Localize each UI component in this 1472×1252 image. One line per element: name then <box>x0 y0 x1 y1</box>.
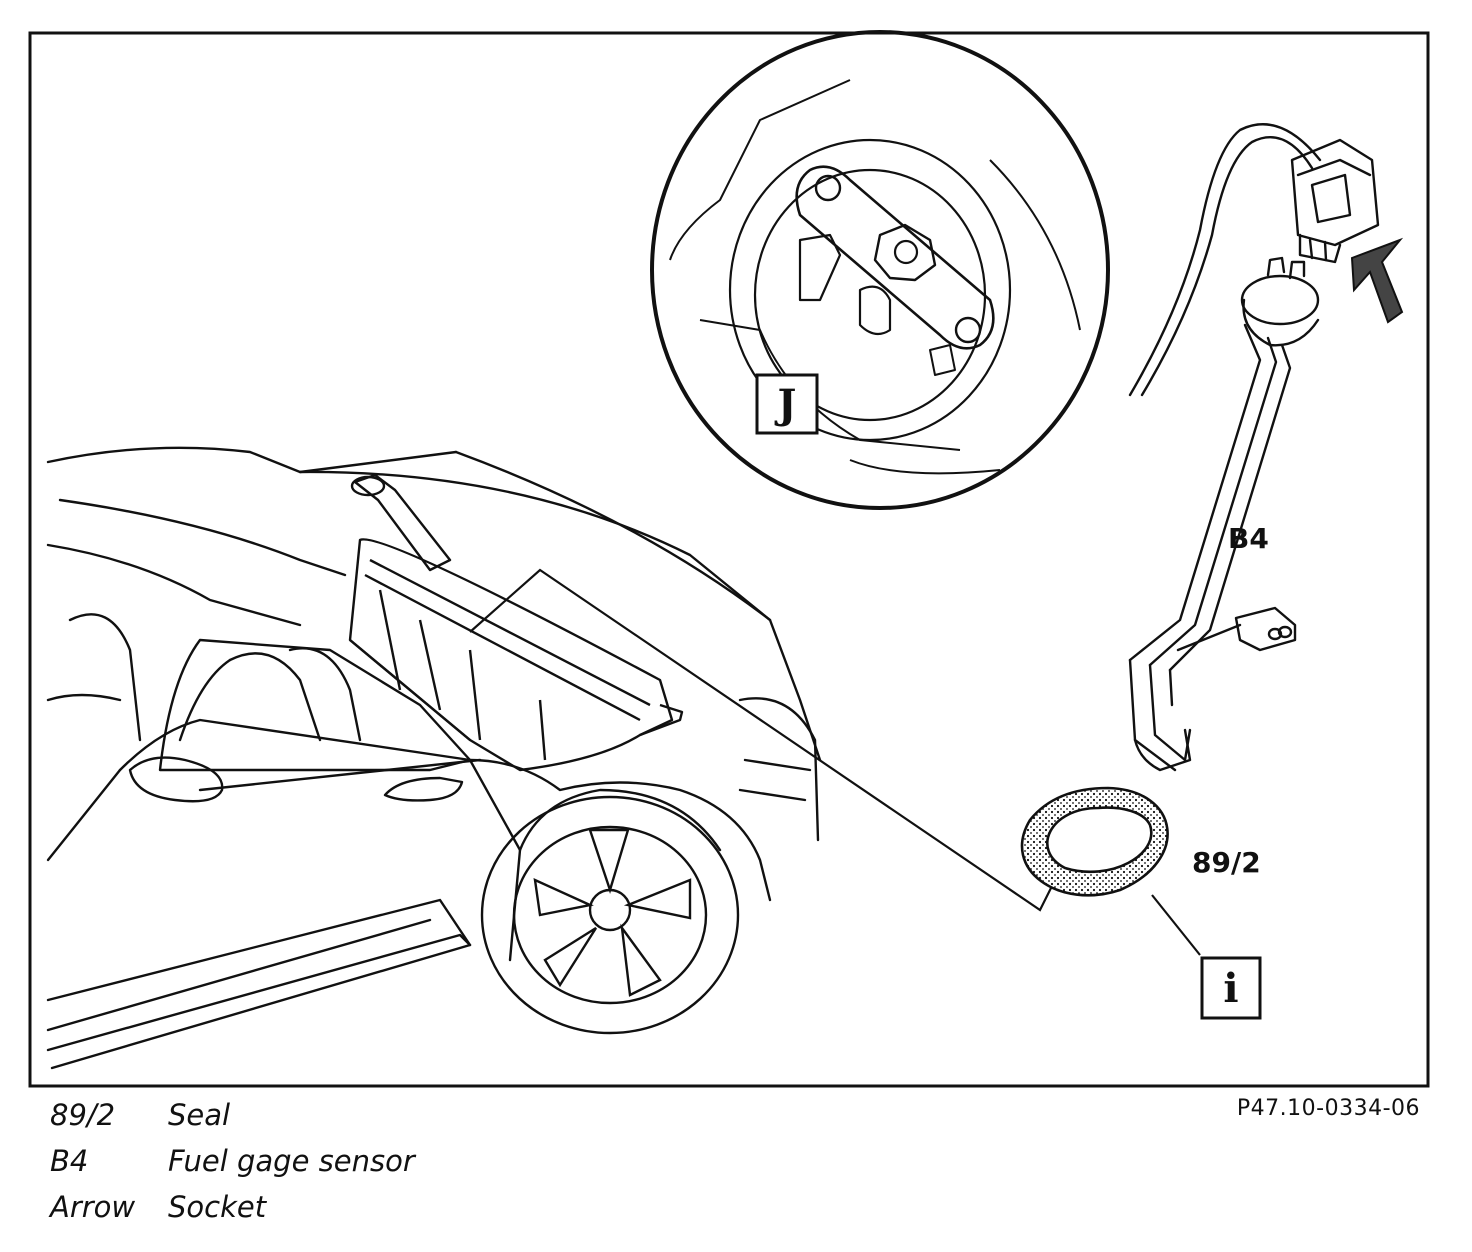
legend-description: Fuel gage sensor <box>168 1144 415 1178</box>
legend-row: B4 Fuel gage sensor <box>50 1138 690 1184</box>
fuel-gage-sensor <box>1128 123 1380 772</box>
side-mirror <box>128 756 224 803</box>
seal-ring <box>1020 786 1169 897</box>
car-body <box>46 446 822 1070</box>
door-handle <box>383 776 464 802</box>
rear-wheel <box>480 795 740 1035</box>
leader-line-tank-to-seal <box>469 568 1061 912</box>
legend: 89/2 Seal B4 Fuel gage sensor Arrow Sock… <box>50 1092 690 1230</box>
info-symbol: i <box>1223 965 1238 1012</box>
callout-89-2: 89/2 <box>1192 846 1261 879</box>
figure-reference-code: P47.10-0334-06 <box>1236 1096 1420 1121</box>
exploded-view-illustration: J <box>28 30 1430 1088</box>
legend-description: Seal <box>168 1098 231 1132</box>
info-symbol-box: i <box>1200 956 1262 1020</box>
legend-code: Arrow <box>50 1190 136 1224</box>
detail-view-circle <box>650 30 1110 510</box>
callout-b4: B4 <box>1228 522 1269 555</box>
legend-row: 89/2 Seal <box>50 1092 690 1138</box>
legend-code: 89/2 <box>50 1098 116 1132</box>
leader-line-seal-to-info <box>1151 894 1201 956</box>
detail-symbol-box: J <box>755 373 819 435</box>
legend-code: B4 <box>50 1144 89 1178</box>
legend-description: Socket <box>168 1190 267 1224</box>
socket-arrow <box>1350 237 1404 324</box>
legend-row: Arrow Socket <box>50 1184 690 1230</box>
detail-symbol: J <box>775 381 797 428</box>
figure-frame <box>28 31 1430 1088</box>
fuel-tank <box>348 473 684 772</box>
